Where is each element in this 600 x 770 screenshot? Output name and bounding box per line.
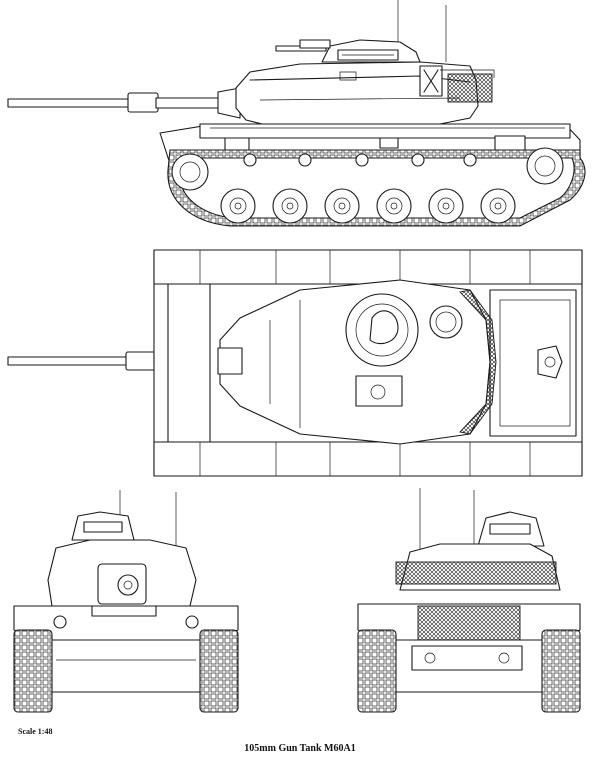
idler-wheel: [171, 153, 209, 191]
tank-blueprint: [7, 0, 586, 713]
side-view: [7, 0, 586, 227]
scale-label: Scale 1:48: [18, 727, 53, 736]
top-view: [7, 249, 583, 477]
rear-view: [357, 488, 581, 713]
return-rollers: [243, 153, 477, 167]
turret-top: [217, 279, 497, 445]
front-right-track: [199, 629, 239, 713]
drive-sprocket: [526, 147, 564, 185]
rear-left-track: [357, 629, 397, 713]
stowage-basket: [395, 561, 557, 585]
road-wheels: [220, 188, 516, 224]
rear-right-track: [541, 629, 581, 713]
front-view: [13, 490, 239, 713]
main-gun-barrel: [7, 87, 241, 119]
drawing-title: 105mm Gun Tank M60A1: [244, 743, 356, 754]
turret-side: [235, 39, 495, 127]
front-left-track: [13, 629, 53, 713]
engine-grille: [417, 605, 521, 641]
